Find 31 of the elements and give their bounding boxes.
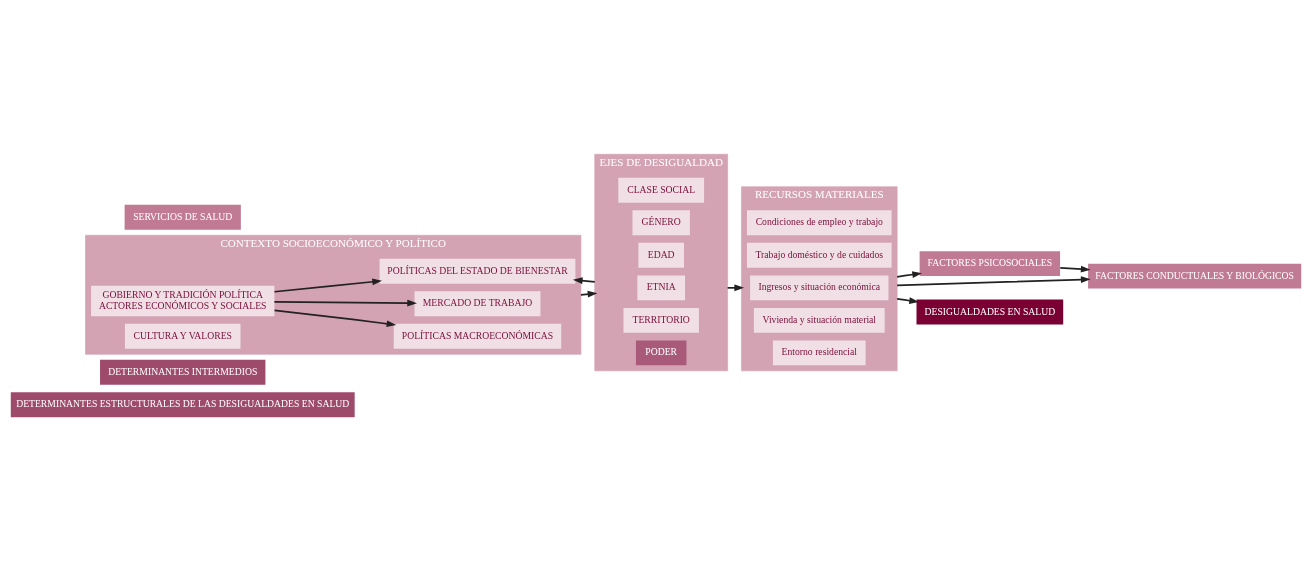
arrow [1059, 265, 1091, 273]
node-box: Condiciones de empleo y trabajo [747, 209, 892, 235]
arrow [273, 309, 397, 327]
node-box: FACTORES CONDUCTUALES Y BIOLÓGICOS [1088, 263, 1302, 289]
node-box: Vivienda y situación material [753, 307, 885, 333]
node-box: CLASE SOCIAL [618, 177, 705, 203]
node-box: CULTURA Y VALORES [124, 323, 241, 349]
node-box: FACTORES PSICOSOCIALES [919, 250, 1061, 276]
node-box: TERRITORIO [623, 307, 699, 333]
node-box: SERVICIOS DE SALUD [124, 204, 241, 230]
node-box: POLÍTICAS DEL ESTADO DE BIENESTAR [379, 258, 576, 284]
arrow [896, 275, 1091, 286]
node-box: Entorno residencial [772, 339, 866, 365]
node-box: DETERMINANTES INTERMEDIOS [100, 359, 266, 385]
node-box: DESIGUALDADES EN SALUD [916, 299, 1064, 324]
arrow [273, 277, 383, 293]
arrow [896, 296, 919, 304]
node-box: GÉNERO [632, 209, 690, 235]
node-box: Ingresos y situación económica [750, 274, 889, 300]
node-box: MERCADO DE TRABAJO [414, 290, 541, 316]
arrow [273, 299, 417, 306]
node-box: EDAD [638, 242, 684, 268]
node-box: ETNIA [637, 274, 686, 300]
node-box: GOBIERNO Y TRADICIÓN POLÍTICA ACTORES ECONÓMICOS Y SOCIALES [91, 285, 275, 316]
node-box: POLÍTICAS MACROECONÓMICAS [393, 323, 562, 349]
arrow [896, 270, 922, 278]
node-box: Trabajo doméstico y de cuidados [747, 242, 892, 268]
node-box: PODER [635, 339, 687, 365]
arrow [572, 276, 596, 284]
arrow [726, 283, 745, 291]
node-box: DETERMINANTES ESTRUCTURALES DE LAS DESIGUALDADES EN SALUD [10, 391, 355, 417]
